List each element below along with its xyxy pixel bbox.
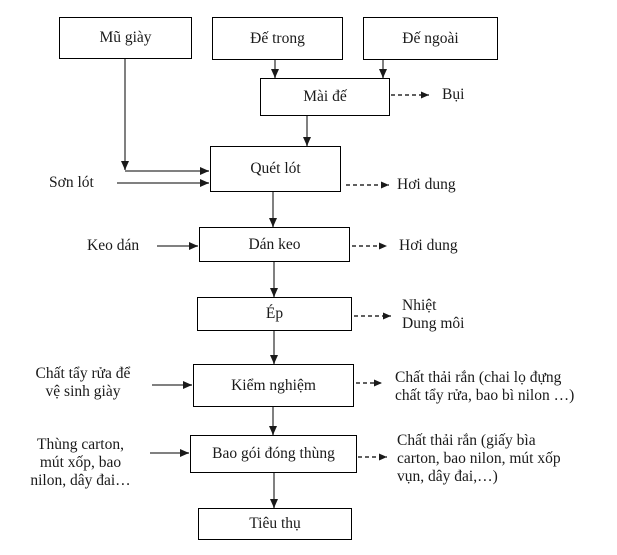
node-mu-giay: Mũ giày (59, 17, 192, 59)
node-bao-goi-dong-thung: Bao gói đóng thùng (190, 435, 357, 473)
input-label-son-lot: Sơn lót (49, 174, 94, 191)
output-label-dung-moi: Dung môi (402, 315, 465, 332)
output-label-nhiet: Nhiệt (402, 297, 437, 314)
output-label-nhiet-dung-moi: Nhiệt Dung môi (402, 297, 464, 333)
node-de-trong: Đế trong (212, 17, 343, 60)
input-label-chat-tay-rua: Chất tẩy rửa để vệ sinh giày (35, 365, 131, 400)
node-dan-keo: Dán keo (199, 227, 350, 262)
node-de-ngoai: Đế ngoài (363, 17, 498, 60)
input-label-keo-dan: Keo dán (87, 237, 140, 254)
output-label-chat-thai-ran-2: Chất thải rắn (giấy bìa carton, bao nilo… (397, 432, 561, 485)
node-kiem-nghiem: Kiểm nghiệm (193, 364, 354, 407)
output-label-chat-thai-ran-1: Chất thải rắn (chai lọ đựng chất tẩy rửa… (395, 369, 575, 404)
output-label-hoi-dung-2: Hơi dung (399, 237, 458, 254)
node-tieu-thu: Tiêu thụ (198, 508, 352, 540)
node-ep: Ép (197, 297, 352, 331)
output-label-hoi-dung-1: Hơi dung (397, 176, 456, 193)
input-label-thung-carton: Thùng carton, mút xốp, bao nilon, dây đa… (30, 436, 131, 489)
node-quet-lot: Quét lót (210, 146, 341, 192)
output-label-bui: Bụi (442, 86, 465, 103)
node-mai-de: Mài đế (260, 78, 390, 116)
